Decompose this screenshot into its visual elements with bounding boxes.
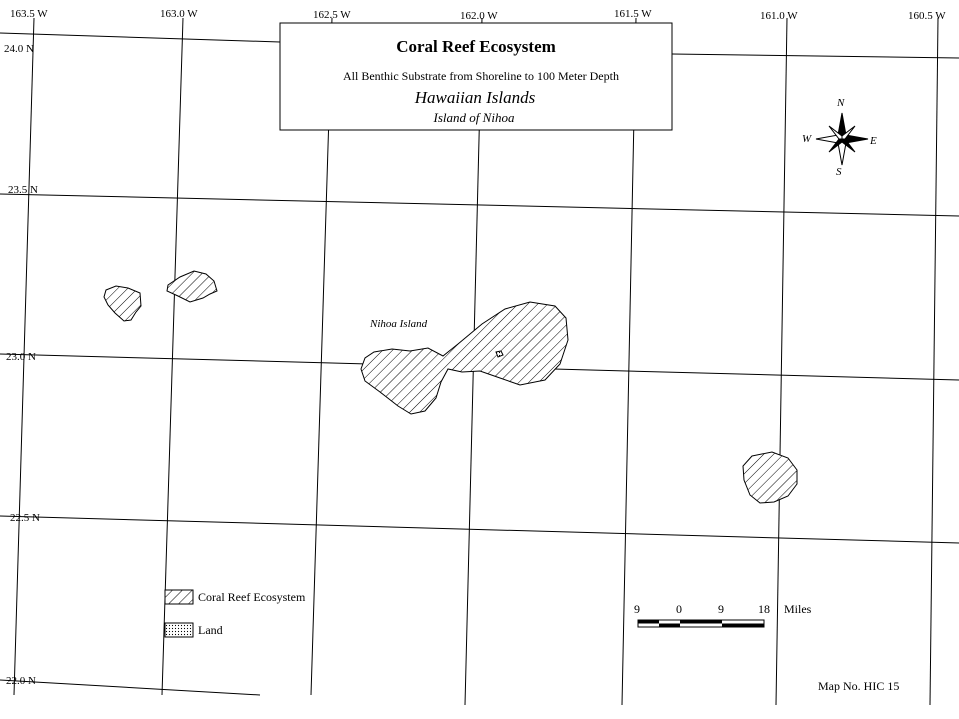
legend: Coral Reef Ecosystem Land (164, 589, 306, 638)
lon-label: 163.5 W (10, 8, 48, 20)
scale-unit: Miles (784, 602, 812, 616)
scale-tick: 9 (718, 602, 724, 616)
land-area-nihoa (495, 350, 504, 358)
lat-label: 23.5 N (8, 184, 38, 196)
map-number: Map No. HIC 15 (818, 679, 899, 693)
region-name: Hawaiian Islands (414, 88, 536, 107)
lon-label: 163.0 W (160, 8, 198, 20)
compass-e: E (869, 135, 877, 147)
map-title: Coral Reef Ecosystem (396, 37, 556, 56)
compass-s: S (836, 166, 842, 178)
lon-label: 160.5 W (908, 10, 946, 22)
latitude-labels: 24.0 N 23.5 N 23.0 N 22.5 N 22.0 N (4, 43, 40, 687)
legend-swatch-reef (164, 589, 194, 605)
reef-polygons (103, 270, 798, 504)
reef-area-west-2 (166, 270, 218, 303)
lat-label: 23.0 N (6, 351, 36, 363)
lon-label: 162.5 W (313, 9, 351, 21)
reef-area-nihoa (360, 301, 569, 415)
scale-tick: 9 (634, 602, 640, 616)
lat-label: 22.5 N (10, 512, 40, 524)
legend-label-land: Land (198, 623, 223, 637)
lat-label: 22.0 N (6, 675, 36, 687)
legend-swatch-land (164, 622, 194, 638)
lon-label: 161.5 W (614, 8, 652, 20)
lon-label: 162.0 W (460, 10, 498, 22)
lon-label: 161.0 W (760, 10, 798, 22)
scale-tick: 0 (676, 602, 682, 616)
compass-n: N (836, 97, 845, 109)
longitude-lines (13, 17, 939, 706)
latitude-lines (0, 32, 959, 696)
legend-label-reef: Coral Reef Ecosystem (198, 590, 306, 604)
compass-rose-icon: N S E W (802, 97, 877, 178)
compass-w: W (802, 133, 812, 145)
longitude-labels: 163.5 W 163.0 W 162.5 W 162.0 W 161.5 W … (10, 8, 946, 22)
reef-area-west-1 (103, 285, 142, 322)
lat-label: 24.0 N (4, 43, 34, 55)
title-box: Coral Reef Ecosystem All Benthic Substra… (279, 22, 673, 131)
map-subtitle: All Benthic Substrate from Shoreline to … (343, 69, 619, 83)
scale-bar: 9 0 9 18 Miles (634, 602, 812, 628)
feature-label-nihoa: Nihoa Island (369, 318, 428, 330)
reef-area-east (742, 451, 798, 504)
scale-tick: 18 (758, 602, 770, 616)
island-name: Island of Nihoa (433, 110, 515, 125)
